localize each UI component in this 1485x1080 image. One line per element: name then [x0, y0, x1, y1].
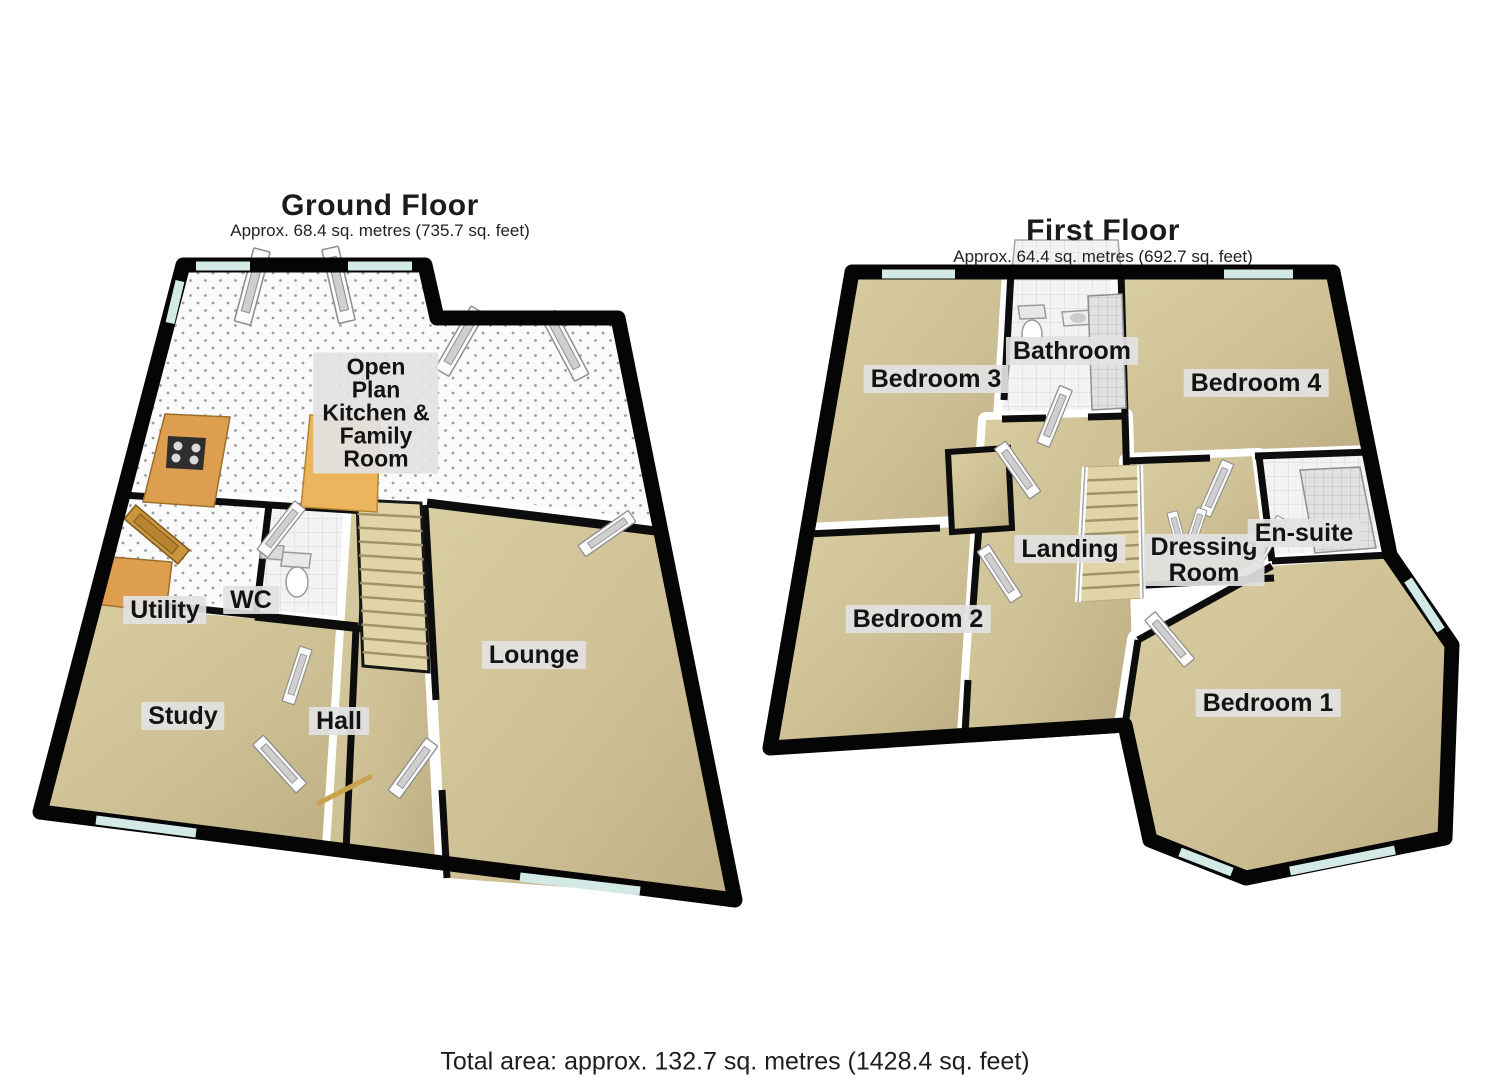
room-label-bathroom: Bathroom	[1005, 337, 1139, 365]
utility-door-icon	[123, 504, 191, 565]
room-label-bedroom-2: Bedroom 2	[845, 605, 991, 633]
stair-step	[357, 526, 423, 533]
stair-step	[358, 540, 424, 547]
room-label-open-plan-kitchen: Open Plan Kitchen & Family Room	[313, 352, 439, 474]
first-floor-subtitle: Approx. 64.4 sq. metres (692.7 sq. feet)	[953, 247, 1253, 266]
toilet-icon	[280, 551, 312, 598]
window-glass	[1289, 845, 1396, 876]
stair-step	[362, 650, 429, 660]
ground-floor-doors	[233, 245, 637, 806]
room-label-line: Kitchen &	[322, 399, 430, 426]
room-label-bedroom-3: Bedroom 3	[863, 365, 1009, 393]
room-label-study: Study	[141, 702, 225, 730]
room-label-line: Plan	[351, 376, 401, 403]
room-label-utility: Utility	[123, 596, 207, 624]
window-glass	[1178, 847, 1234, 877]
first-floor-title: First Floor	[1026, 214, 1180, 247]
staircase-first	[1075, 464, 1146, 603]
ground-floor-windows	[95, 261, 641, 896]
room-label-bedroom-1: Bedroom 1	[1195, 689, 1341, 717]
stair-step	[1082, 516, 1142, 523]
landing-cupboard	[944, 444, 1016, 536]
front-door-icon	[316, 774, 373, 806]
ground-floor-outer-wall	[32, 257, 743, 908]
window-glass	[165, 279, 185, 325]
stair-step	[359, 581, 426, 589]
room-label-bedroom-4: Bedroom 4	[1183, 369, 1329, 397]
room-label-landing: Landing	[1014, 535, 1126, 563]
room-label-line: Room	[1168, 559, 1240, 587]
stair-step	[361, 637, 428, 646]
room-label-wc: WC	[223, 586, 279, 614]
stair-step	[357, 512, 422, 519]
room-label-lounge: Lounge	[481, 641, 587, 669]
stair-step	[1081, 530, 1142, 536]
room-label-en-suite: En-suite	[1247, 519, 1361, 547]
stair-step	[1079, 570, 1143, 577]
first-floor-windows	[882, 269, 1445, 877]
stair-step	[1084, 477, 1141, 482]
stair-step	[360, 595, 426, 603]
staircase-ground	[355, 498, 431, 674]
first-floor-plan	[759, 239, 1463, 889]
window-glass	[95, 815, 197, 838]
room-label-line: Family	[339, 422, 413, 449]
hob-icon	[166, 436, 206, 470]
stair-step	[359, 567, 425, 575]
total-area-text: Total area: approx. 132.7 sq. metres (14…	[440, 1047, 1030, 1076]
room-label-line: Open	[346, 353, 406, 380]
ground-floor-plan	[30, 245, 746, 911]
window-glass	[519, 872, 641, 896]
room-label-hall: Hall	[309, 707, 369, 735]
room-label-line: Dressing	[1150, 533, 1258, 561]
ground-floor-title: Ground Floor	[281, 189, 479, 222]
stair-step	[361, 623, 428, 631]
ground-floor-subtitle: Approx. 68.4 sq. metres (735.7 sq. feet)	[230, 221, 530, 240]
room-label-line: Room	[343, 445, 409, 472]
stair-step	[360, 609, 427, 617]
stair-step	[1083, 490, 1141, 496]
window-glass	[1404, 577, 1445, 633]
room-label-dressing-room: Dressing Room	[1143, 533, 1265, 587]
stair-step	[1082, 503, 1141, 509]
stair-step	[1078, 583, 1143, 590]
stair-step	[358, 554, 424, 561]
